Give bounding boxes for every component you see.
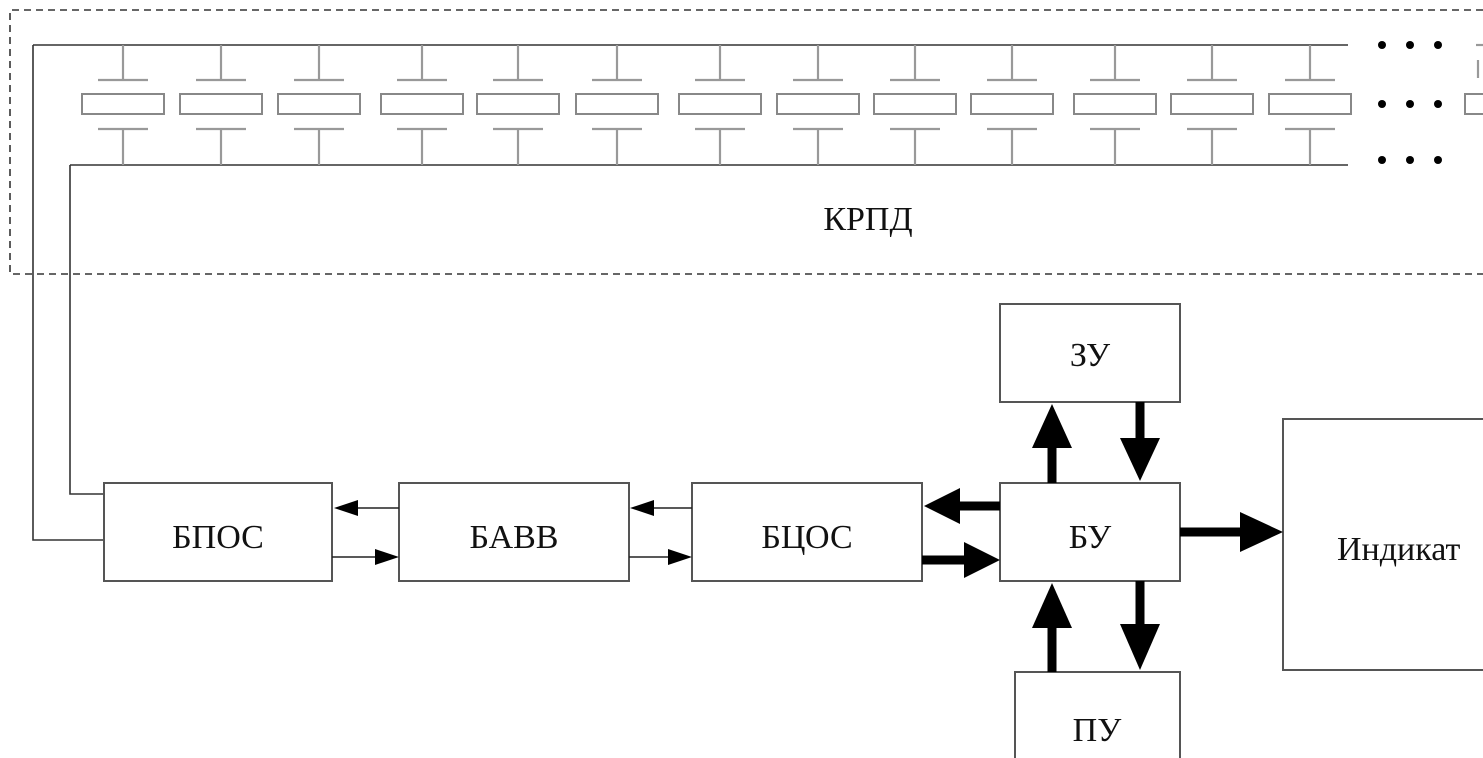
block-indicator: Индикат xyxy=(1282,418,1483,671)
block-zu: ЗУ xyxy=(999,303,1181,403)
block-indicator-label: Индикат xyxy=(1337,531,1460,568)
arrow-pu-to-bu xyxy=(1032,583,1072,672)
arrow-bpos-to-bavv xyxy=(332,549,399,565)
feed-wire-inner xyxy=(69,165,104,495)
arrow-bu-to-indicator xyxy=(1180,512,1283,552)
array-cells xyxy=(81,45,1352,165)
block-btsos: БЦОС xyxy=(691,482,923,582)
array-cell xyxy=(970,45,1054,165)
block-bu-label: БУ xyxy=(1069,519,1112,556)
block-bu: БУ xyxy=(999,482,1181,582)
arrow-btsos-to-bavv xyxy=(630,500,692,516)
block-pu-label: ПУ xyxy=(1073,712,1123,749)
kprd-label: КРПД xyxy=(823,201,912,238)
arrow-bu-to-btsos xyxy=(924,488,1000,524)
block-zu-label: ЗУ xyxy=(1070,337,1111,374)
array-cell xyxy=(380,45,464,165)
array-cell xyxy=(873,45,957,165)
array-cell xyxy=(81,45,165,165)
arrow-bavv-to-btsos xyxy=(629,549,692,565)
block-pu: ПУ xyxy=(1014,671,1181,758)
kprd-boundary xyxy=(9,9,1483,275)
array-cell xyxy=(1268,45,1352,165)
continuation-dots xyxy=(1378,41,1442,164)
block-bavv-label: БАВВ xyxy=(470,519,559,556)
arrow-zu-to-bu xyxy=(1120,402,1160,481)
arrow-bu-to-zu xyxy=(1032,404,1072,483)
array-cell xyxy=(776,45,860,165)
arrow-bu-to-pu xyxy=(1120,581,1160,670)
array-cell xyxy=(179,45,263,165)
partial-cell-edge xyxy=(1464,43,1483,115)
array-cell xyxy=(277,45,361,165)
arrow-bavv-to-bpos xyxy=(334,500,399,516)
array-cell xyxy=(678,45,762,165)
array-cell xyxy=(1073,45,1157,165)
array-cell xyxy=(476,45,560,165)
array-cell xyxy=(575,45,659,165)
block-bpos: БПОС xyxy=(103,482,333,582)
block-bpos-label: БПОС xyxy=(172,519,264,556)
block-btsos-label: БЦОС xyxy=(761,519,852,556)
array-cell xyxy=(1170,45,1254,165)
block-bavv: БАВВ xyxy=(398,482,630,582)
arrow-btsos-to-bu xyxy=(922,542,1000,578)
feed-wire-outer xyxy=(32,45,104,541)
